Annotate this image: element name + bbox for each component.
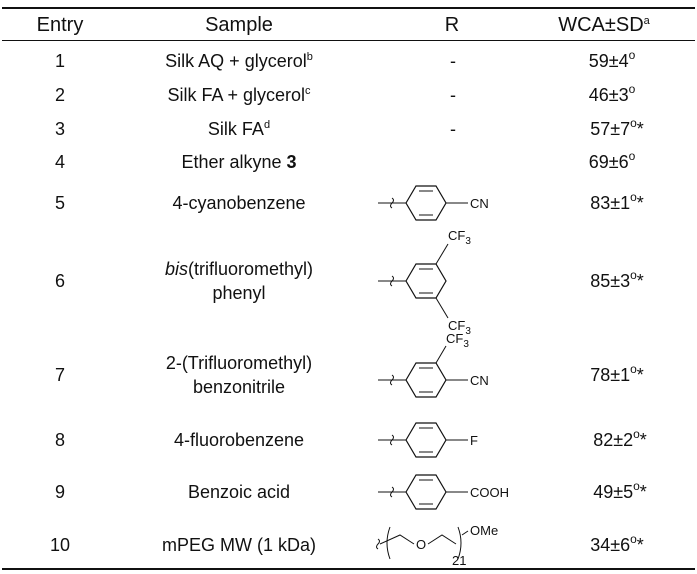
header-r: R xyxy=(444,14,460,36)
row-9-wca: 49±5o* xyxy=(593,479,647,502)
row-10-r-structure: O 21 OMe xyxy=(376,523,498,568)
row-7-sample: 2-(Trifluoromethyl)benzonitrile xyxy=(165,353,313,397)
row-5-r-structure: CN xyxy=(378,185,489,221)
svg-text:CN: CN xyxy=(470,373,489,388)
row-3-r: - xyxy=(450,119,456,139)
row-2-r: - xyxy=(450,85,456,105)
benzene-ring-icon xyxy=(405,263,447,299)
row-8-wca: 82±2o* xyxy=(593,427,647,450)
row-3-wca: 57±7o* xyxy=(590,116,644,139)
header-sample: Sample xyxy=(205,14,273,36)
row-9-entry: 9 xyxy=(54,482,66,502)
header-wca: WCA±SDa xyxy=(558,14,650,36)
row-1-wca: 59±4o xyxy=(588,48,636,71)
bottom-rule xyxy=(2,568,695,570)
row-3-entry: 3 xyxy=(54,119,66,139)
header-entry: Entry xyxy=(36,14,84,36)
svg-text:21: 21 xyxy=(452,553,466,568)
row-7-entry: 7 xyxy=(54,365,66,385)
row-9-r-structure: COOH xyxy=(378,474,509,510)
svg-text:O: O xyxy=(416,537,426,552)
row-5-entry: 5 xyxy=(54,193,66,213)
row-5-sample: 4-cyanobenzene xyxy=(172,193,306,213)
svg-text:CF3: CF3 xyxy=(448,318,471,337)
row-6-entry: 6 xyxy=(54,271,66,291)
row-6-r-structure: CF3 CF3 xyxy=(378,228,471,337)
row-8-r-structure: F xyxy=(378,422,478,458)
header-rule xyxy=(2,40,695,41)
row-4-sample: Ether alkyne 3 xyxy=(181,152,297,172)
row-1-entry: 1 xyxy=(54,51,66,71)
row-7-wca: 78±1o* xyxy=(590,362,644,385)
row-2-sample: Silk FA + glycerolc xyxy=(167,85,311,105)
row-2-entry: 2 xyxy=(54,85,66,105)
svg-text:CF3: CF3 xyxy=(448,228,471,247)
row-6-wca: 85±3o* xyxy=(590,268,644,291)
bracket-right-icon xyxy=(457,526,462,560)
svg-text:COOH: COOH xyxy=(470,485,509,500)
svg-text:OMe: OMe xyxy=(470,523,498,538)
bracket-left-icon xyxy=(386,526,391,560)
row-8-entry: 8 xyxy=(54,430,66,450)
row-10-wca: 34±6o* xyxy=(590,532,644,555)
row-7-r-structure: CF3 CN xyxy=(378,331,489,398)
svg-text:CF3: CF3 xyxy=(446,331,469,350)
row-10-entry: 10 xyxy=(49,535,71,555)
wavy-bond-icon xyxy=(376,538,380,550)
row-1-r: - xyxy=(450,51,456,71)
row-10-sample: mPEG MW (1 kDa) xyxy=(161,535,317,555)
row-5-wca: 83±1o* xyxy=(590,190,644,213)
row-6-sample: bis(trifluoromethyl)phenyl xyxy=(164,259,314,303)
row-2-wca: 46±3o xyxy=(588,82,636,105)
row-4-wca: 69±6o xyxy=(588,149,636,172)
row-3-sample: Silk FAd xyxy=(207,119,271,139)
row-1-sample: Silk AQ + glycerolb xyxy=(165,51,313,71)
row-8-sample: 4-fluorobenzene xyxy=(173,430,305,450)
row-4-entry: 4 xyxy=(54,152,66,172)
row-9-sample: Benzoic acid xyxy=(187,482,291,502)
top-rule xyxy=(2,7,695,9)
svg-text:F: F xyxy=(470,433,478,448)
svg-text:CN: CN xyxy=(470,196,489,211)
